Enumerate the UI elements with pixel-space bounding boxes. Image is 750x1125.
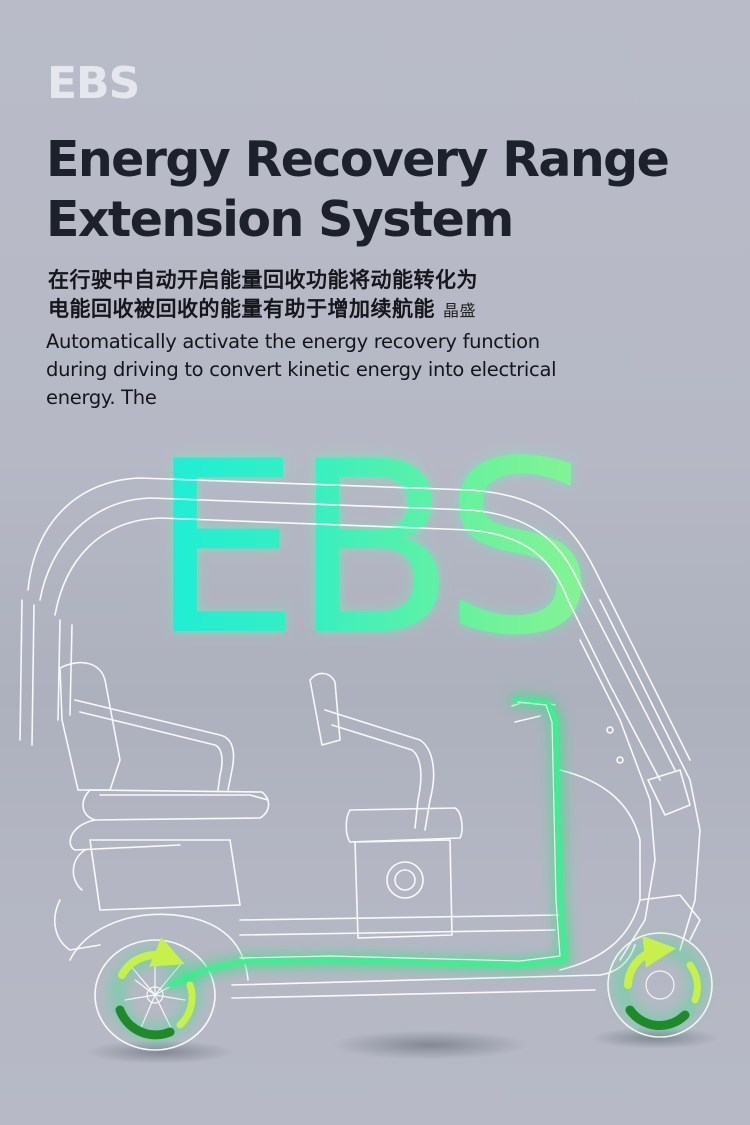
tricycle-illustration <box>19 477 713 1051</box>
ebs-glow-watermark: EBS <box>150 420 630 680</box>
chinese-description: 在行驶中自动开启能量回收功能将动能转化为 电能回收被回收的能量有助于增加续航能晶… <box>48 266 478 325</box>
page-title: Energy Recovery Range Extension System <box>46 130 726 250</box>
energy-flow-line <box>164 694 571 991</box>
rear-wheel-shadow <box>85 1040 235 1064</box>
zh-line-1: 在行驶中自动开启能量回收功能将动能转化为 <box>48 268 478 292</box>
en-line-3: energy. The <box>46 386 157 409</box>
en-line-1: Automatically activate the energy recove… <box>46 330 540 353</box>
front-wheel-recovery-arrows <box>615 935 705 1030</box>
rear-fender <box>69 913 249 981</box>
roof-canopy <box>19 477 691 781</box>
zh-line-2: 电能回收被回收的能量有助于增加续航能 <box>48 297 435 321</box>
zh-line-2-wrap: 电能回收被回收的能量有助于增加续航能晶盛 <box>48 295 478 325</box>
front-body <box>559 599 701 971</box>
front-wheel-shadow <box>590 1027 720 1049</box>
rear-seat <box>59 661 270 911</box>
ebs-badge: EBS <box>47 58 140 109</box>
title-line-1: Energy Recovery Range <box>46 131 670 188</box>
front-seat <box>309 672 463 939</box>
title-line-2: Extension System <box>46 191 514 248</box>
zh-trailing-glyph: 晶盛 <box>443 301 477 320</box>
front-wheel <box>607 932 713 1038</box>
english-description: Automatically activate the energy recove… <box>46 328 646 412</box>
body-shadow <box>330 1030 530 1060</box>
en-line-2: during driving to convert kinetic energy… <box>46 358 557 381</box>
rear-wheel-recovery-arrows <box>110 937 200 1040</box>
